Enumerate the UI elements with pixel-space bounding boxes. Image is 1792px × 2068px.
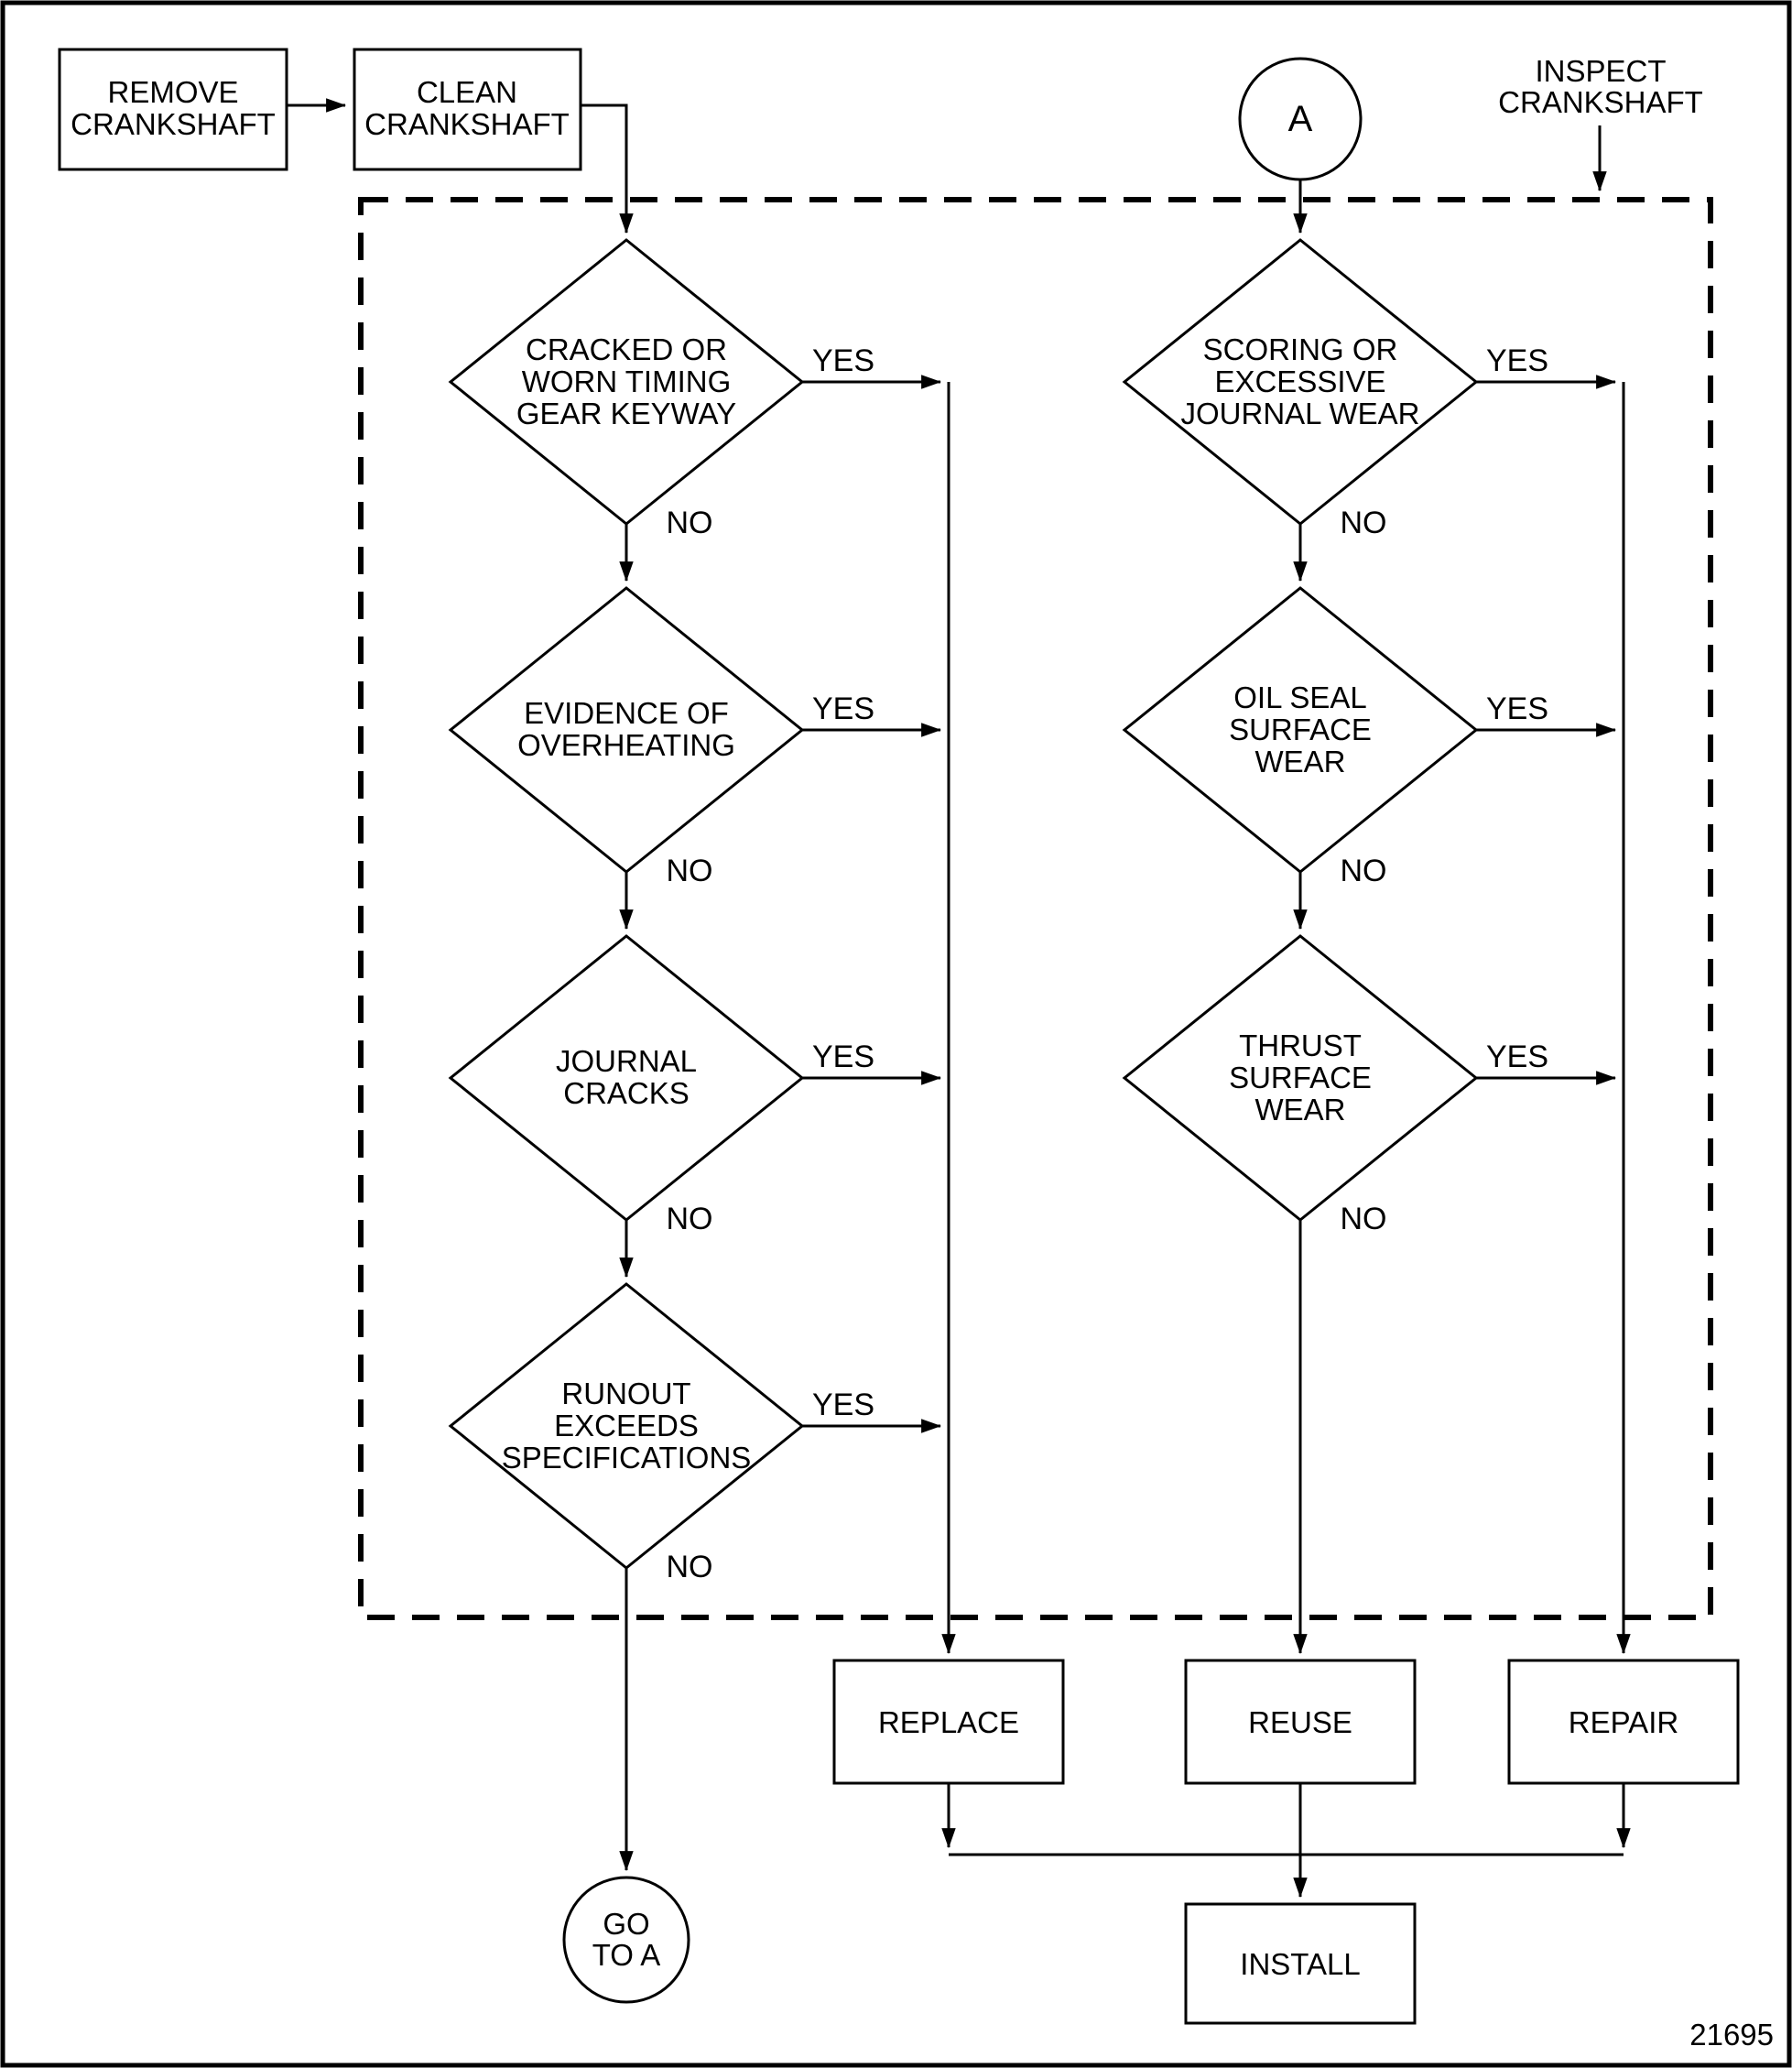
inspect-title-line2: CRANKSHAFT: [1498, 85, 1703, 119]
inspect-title-line1: INSPECT: [1535, 54, 1666, 88]
decision-overheating: EVIDENCE OF OVERHEATING YES NO: [448, 586, 942, 931]
yes-label-thrust: YES: [1486, 1039, 1548, 1074]
decision-cracked-keyway: CRACKED OR WORN TIMING GEAR KEYWAY YES N…: [448, 238, 942, 582]
no-label-scoring: NO: [1341, 506, 1387, 540]
clean-crankshaft-label-line2: CRANKSHAFT: [364, 107, 570, 141]
decision-scoring-line3: JOURNAL WEAR: [1181, 397, 1420, 430]
decision-scoring-line2: EXCESSIVE: [1214, 365, 1385, 398]
repair-node: REPAIR: [1507, 1659, 1740, 1785]
no-label-oil-seal: NO: [1341, 854, 1387, 888]
yes-label-journal-cracks: YES: [812, 1039, 874, 1074]
no-label-journal-cracks: NO: [667, 1202, 713, 1236]
no-label-overheating: NO: [667, 854, 713, 888]
decision-scoring: SCORING OR EXCESSIVE JOURNAL WEAR YES NO: [1122, 238, 1617, 582]
decision-runout-line3: SPECIFICATIONS: [502, 1441, 752, 1475]
yes-label-overheating: YES: [812, 691, 874, 726]
goto-a-node: GO TO A: [562, 1876, 690, 2004]
connector-a-label: A: [1288, 99, 1313, 139]
decision-runout-line2: EXCEEDS: [554, 1409, 699, 1442]
install-node: INSTALL: [1184, 1902, 1417, 2025]
decision-thrust-line3: WEAR: [1255, 1093, 1346, 1127]
reuse-label: REUSE: [1248, 1705, 1352, 1739]
yes-label-runout: YES: [812, 1388, 874, 1422]
repair-label: REPAIR: [1569, 1705, 1678, 1739]
decision-cracked-keyway-line1: CRACKED OR: [526, 332, 727, 366]
decision-overheating-line1: EVIDENCE OF: [524, 696, 729, 730]
decision-journal-cracks: JOURNAL CRACKS YES NO: [448, 934, 942, 1279]
remove-crankshaft-box: [58, 48, 288, 171]
install-box: [1184, 1902, 1417, 2025]
connector-a-node: A: [1238, 57, 1363, 181]
yes-label-oil-seal: YES: [1486, 691, 1548, 726]
connector-clean-to-first-decision: [581, 103, 634, 234]
clean-crankshaft-box: [353, 48, 582, 171]
decision-oil-seal-line1: OIL SEAL: [1233, 680, 1367, 714]
decision-thrust-line2: SURFACE: [1229, 1061, 1372, 1094]
yes-label-scoring: YES: [1486, 343, 1548, 378]
goto-a-label-line2: TO A: [592, 1938, 661, 1972]
replace-label: REPLACE: [878, 1705, 1019, 1739]
goto-a-label-line1: GO: [603, 1907, 649, 1941]
replace-node: REPLACE: [832, 1659, 1065, 1785]
no-label-runout: NO: [667, 1550, 713, 1584]
remove-crankshaft-label-line2: CRANKSHAFT: [71, 107, 276, 141]
decision-overheating-line2: OVERHEATING: [517, 728, 735, 762]
decision-oil-seal: OIL SEAL SURFACE WEAR YES NO: [1122, 586, 1617, 931]
decision-runout-line1: RUNOUT: [561, 1377, 690, 1410]
decision-runout: RUNOUT EXCEEDS SPECIFICATIONS YES NO: [448, 1282, 942, 1584]
decision-oil-seal-line3: WEAR: [1255, 745, 1346, 778]
decision-thrust: THRUST SURFACE WEAR YES NO: [1122, 934, 1617, 1236]
clean-crankshaft-node: CLEAN CRANKSHAFT: [353, 48, 582, 171]
decision-oil-seal-line2: SURFACE: [1229, 713, 1372, 746]
remove-crankshaft-node: REMOVE CRANKSHAFT: [58, 48, 288, 171]
yes-label-cracked-keyway: YES: [812, 343, 874, 378]
no-label-thrust: NO: [1341, 1202, 1387, 1236]
clean-crankshaft-label-line1: CLEAN: [417, 75, 517, 109]
decision-cracked-keyway-line3: GEAR KEYWAY: [516, 397, 736, 430]
install-label: INSTALL: [1240, 1947, 1360, 1981]
figure-number: 21695: [1689, 2018, 1774, 2052]
inspect-crankshaft-title: INSPECT CRANKSHAFT: [1498, 54, 1703, 192]
goto-a-circle: [562, 1876, 690, 2004]
decision-thrust-line1: THRUST: [1239, 1029, 1362, 1062]
reuse-node: REUSE: [1184, 1659, 1417, 1785]
inspection-boundary-box: [358, 197, 1713, 1620]
decision-scoring-line1: SCORING OR: [1203, 332, 1398, 366]
no-label-cracked-keyway: NO: [667, 506, 713, 540]
remove-crankshaft-label-line1: REMOVE: [107, 75, 238, 109]
decision-journal-cracks-line1: JOURNAL: [556, 1044, 697, 1078]
decision-cracked-keyway-line2: WORN TIMING: [522, 365, 732, 398]
decision-journal-cracks-line2: CRACKS: [563, 1076, 690, 1110]
